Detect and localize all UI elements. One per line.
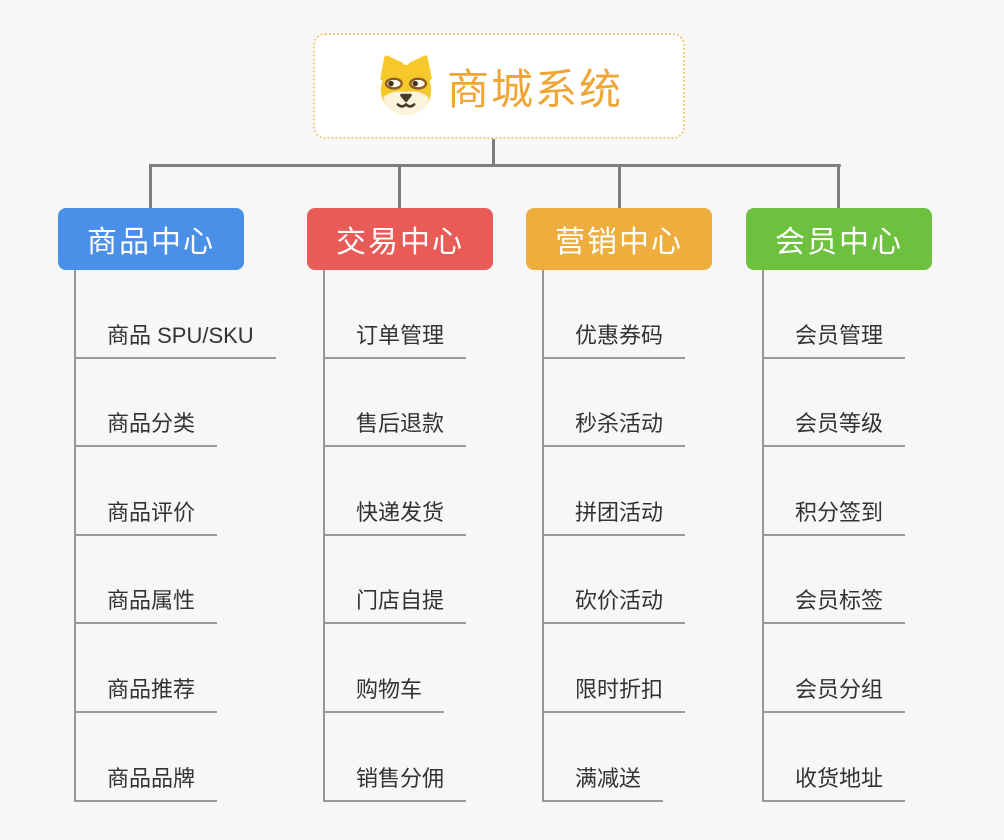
dog-face-icon — [380, 55, 432, 116]
branch-trunk-line — [762, 270, 764, 802]
topic-item[interactable]: 商品评价 — [74, 447, 276, 536]
connector-drop-4 — [837, 164, 840, 209]
topic-item-label: 限时折扣 — [542, 678, 686, 713]
branch-items-2: 订单管理售后退款快递发货门店自提购物车销售分佣 — [323, 270, 493, 802]
topic-item-label: 商品推荐 — [74, 678, 218, 713]
connector-drop-1 — [149, 164, 152, 209]
topic-item-label: 销售分佣 — [323, 767, 467, 802]
branch-2: 交易中心订单管理售后退款快递发货门店自提购物车销售分佣 — [307, 208, 493, 802]
topic-item-label: 商品 SPU/SKU — [74, 324, 276, 359]
topic-item[interactable]: 积分签到 — [762, 447, 932, 536]
branch-header-4[interactable]: 会员中心 — [746, 208, 932, 270]
topic-item[interactable]: 售后退款 — [323, 359, 493, 448]
topic-item-label: 会员标签 — [762, 590, 906, 625]
branch-trunk-line — [542, 270, 544, 802]
topic-item[interactable]: 商品推荐 — [74, 624, 276, 713]
branch-4: 会员中心会员管理会员等级积分签到会员标签会员分组收货地址 — [746, 208, 932, 802]
topic-item[interactable]: 商品属性 — [74, 536, 276, 625]
topic-item[interactable]: 会员分组 — [762, 624, 932, 713]
connector-main-horizontal — [149, 164, 841, 167]
branch-1: 商品中心商品 SPU/SKU 商品分类商品评价商品属性商品推荐商品品牌 — [58, 208, 276, 802]
topic-item[interactable]: 门店自提 — [323, 536, 493, 625]
topic-item[interactable]: 销售分佣 — [323, 713, 493, 802]
topic-item-label: 购物车 — [323, 678, 445, 713]
topic-item[interactable]: 会员标签 — [762, 536, 932, 625]
root-title: 商城系统 — [446, 65, 623, 113]
branch-header-label: 营销中心 — [555, 226, 683, 259]
topic-item[interactable]: 会员管理 — [762, 270, 932, 359]
topic-item-label: 满减送 — [542, 767, 664, 802]
topic-item-label: 订单管理 — [323, 324, 467, 359]
topic-item-label: 门店自提 — [323, 590, 467, 625]
topic-item[interactable]: 商品 SPU/SKU — [74, 270, 276, 359]
topic-item-label: 会员管理 — [762, 324, 906, 359]
topic-item-label: 快递发货 — [323, 501, 467, 536]
topic-item[interactable]: 快递发货 — [323, 447, 493, 536]
branch-header-1[interactable]: 商品中心 — [58, 208, 244, 270]
topic-item[interactable]: 商品品牌 — [74, 713, 276, 802]
connector-drop-2 — [398, 164, 401, 209]
branch-items-4: 会员管理会员等级积分签到会员标签会员分组收货地址 — [762, 270, 932, 802]
topic-item-label: 拼团活动 — [542, 501, 686, 536]
topic-item-label: 秒杀活动 — [542, 413, 686, 448]
branch-trunk-line — [74, 270, 76, 802]
connector-drop-3 — [618, 164, 621, 209]
topic-item-label: 会员等级 — [762, 413, 906, 448]
branch-header-3[interactable]: 营销中心 — [526, 208, 712, 270]
branch-items-3: 优惠券码秒杀活动拼团活动砍价活动限时折扣满减送 — [542, 270, 712, 802]
topic-item[interactable]: 满减送 — [542, 713, 712, 802]
branch-items-1: 商品 SPU/SKU 商品分类商品评价商品属性商品推荐商品品牌 — [74, 270, 276, 802]
branch-3: 营销中心优惠券码秒杀活动拼团活动砍价活动限时折扣满减送 — [526, 208, 712, 802]
topic-item[interactable]: 优惠券码 — [542, 270, 712, 359]
topic-item-label: 商品属性 — [74, 590, 218, 625]
root-node[interactable]: 商城系统 — [313, 33, 685, 139]
topic-item-label: 售后退款 — [323, 413, 467, 448]
topic-item[interactable]: 会员等级 — [762, 359, 932, 448]
branch-header-label: 商品中心 — [87, 226, 215, 259]
topic-item-label: 会员分组 — [762, 678, 906, 713]
topic-item[interactable]: 拼团活动 — [542, 447, 712, 536]
topic-item-label: 商品分类 — [74, 413, 218, 448]
branch-header-label: 会员中心 — [775, 226, 903, 259]
branch-trunk-line — [323, 270, 325, 802]
topic-item[interactable]: 秒杀活动 — [542, 359, 712, 448]
topic-item-label: 收货地址 — [762, 767, 906, 802]
topic-item[interactable]: 砍价活动 — [542, 536, 712, 625]
connector-root-vertical — [492, 138, 495, 166]
branch-header-label: 交易中心 — [336, 226, 464, 259]
topic-item-label: 优惠券码 — [542, 324, 686, 359]
topic-item[interactable]: 商品分类 — [74, 359, 276, 448]
topic-item-label: 商品品牌 — [74, 767, 218, 802]
topic-item[interactable]: 限时折扣 — [542, 624, 712, 713]
topic-item[interactable]: 订单管理 — [323, 270, 493, 359]
topic-item-label: 商品评价 — [74, 501, 218, 536]
branch-header-2[interactable]: 交易中心 — [307, 208, 493, 270]
topic-item-label: 砍价活动 — [542, 590, 686, 625]
topic-item[interactable]: 购物车 — [323, 624, 493, 713]
topic-item-label: 积分签到 — [762, 501, 906, 536]
topic-item[interactable]: 收货地址 — [762, 713, 932, 802]
